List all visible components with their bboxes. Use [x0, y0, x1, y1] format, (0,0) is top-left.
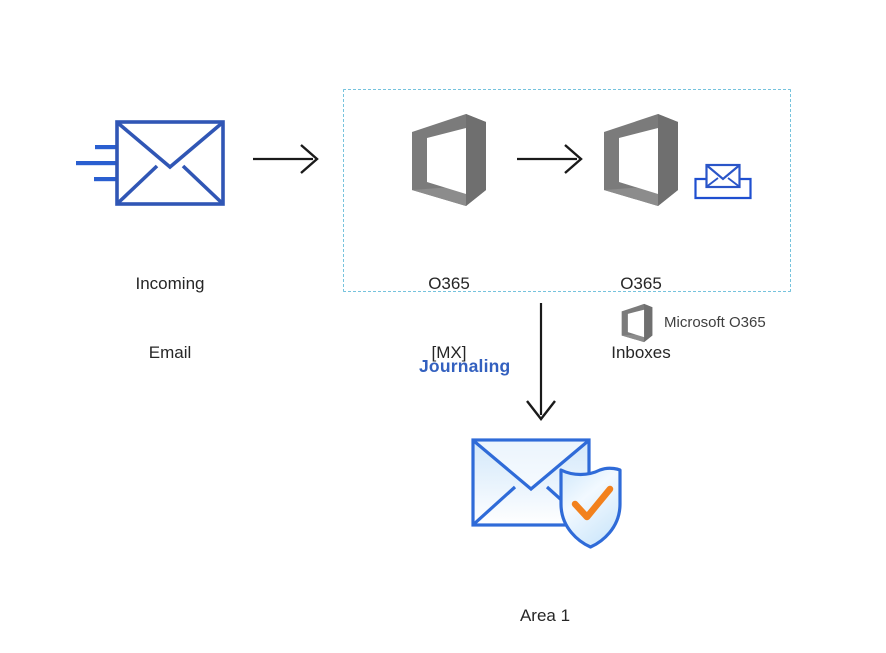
- area1-label: Area 1 email security: [465, 558, 625, 653]
- inbox-tray-envelope-icon: [694, 163, 752, 200]
- envelope-shield-check-icon: [471, 438, 622, 549]
- incoming-email-label-line2: Email: [148, 343, 192, 362]
- microsoft-o365-boundary-box: [343, 89, 791, 292]
- legend-microsoft-office-icon: [621, 303, 653, 343]
- arrow-inboxes-to-area1-icon: [526, 303, 556, 421]
- incoming-email-label-line1: Incoming: [135, 274, 205, 293]
- microsoft-office-icon: [412, 114, 486, 206]
- journaling-label: Journaling: [419, 356, 511, 376]
- envelope-icon: [115, 120, 225, 206]
- arrow-incoming-to-mx-icon: [253, 144, 319, 174]
- motion-lines-icon: [76, 145, 120, 182]
- o365-mx-label-line1: O365: [428, 274, 470, 293]
- o365-inboxes-label: O365 Inboxes: [561, 226, 721, 410]
- incoming-email-label: Incoming Email: [90, 226, 250, 410]
- area1-label-line1: Area 1: [519, 606, 571, 625]
- o365-inboxes-label-line1: O365: [620, 274, 662, 293]
- legend-label: Microsoft O365: [664, 314, 766, 331]
- microsoft-office-icon: [604, 114, 678, 206]
- arrow-mx-to-inboxes-icon: [517, 144, 583, 174]
- o365-mx-label-line2: [MX]: [431, 343, 467, 362]
- o365-mx-label: O365 [MX]: [369, 226, 529, 410]
- o365-inboxes-label-line2: Inboxes: [611, 343, 671, 362]
